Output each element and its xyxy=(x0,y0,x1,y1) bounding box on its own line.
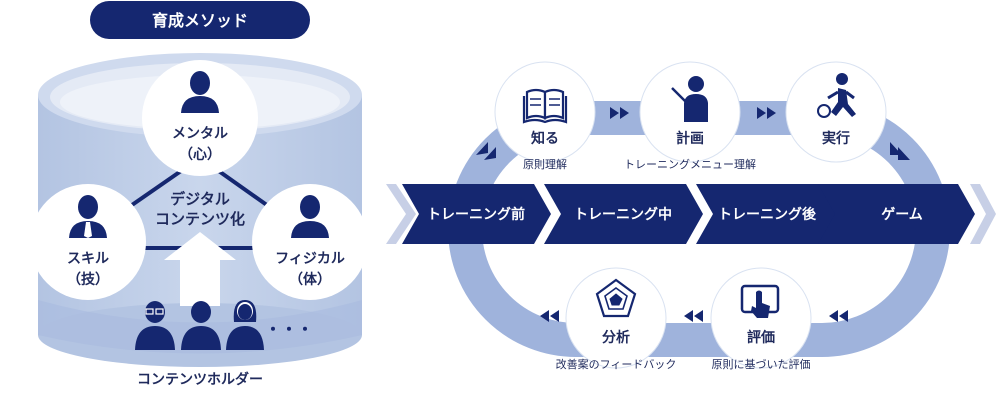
businessman-icon xyxy=(69,195,107,238)
up-arrow xyxy=(164,232,236,306)
book-icon xyxy=(522,88,568,124)
arrow-up-right-icon xyxy=(476,142,496,160)
stage-1-label: トレーニング前 xyxy=(427,206,525,223)
method-title-pill xyxy=(90,1,310,39)
execute-label: 実行 xyxy=(822,130,850,147)
stage-3-label: トレーニング後 xyxy=(718,206,817,223)
evaluate-caption: 原則に基づいた評価 xyxy=(712,357,811,371)
holders-more: ・・・ xyxy=(265,320,313,339)
skill-label: スキル xyxy=(67,251,109,267)
arrow-right-icon xyxy=(610,107,629,119)
person-icon xyxy=(181,71,219,113)
method-diagram: 育成メソッド デジタル コンテンツ化 xyxy=(30,1,368,388)
holder-person-icon xyxy=(181,301,221,350)
content-holders: ・・・ xyxy=(135,300,313,350)
stage-4: ゲーム xyxy=(818,184,975,244)
physical-label: フィジカル xyxy=(275,251,345,267)
plan-caption: トレーニングメニュー理解 xyxy=(624,157,756,171)
holder-glasses-icon xyxy=(135,301,175,350)
person-icon xyxy=(291,195,329,238)
method-title: 育成メソッド xyxy=(152,11,248,30)
tablet-touch-icon xyxy=(740,284,780,318)
stage-1: トレーニング前 xyxy=(402,184,551,244)
node-plan: 計画 トレーニングメニュー理解 xyxy=(624,61,756,171)
node-skill: スキル （技） xyxy=(30,184,146,300)
analyze-caption: 改善案のフィードバック xyxy=(556,357,677,371)
evaluate-label: 評価 xyxy=(747,329,775,346)
skill-sub: （技） xyxy=(67,271,109,288)
holders-label: コンテンツホルダー xyxy=(137,371,263,388)
stage-4-label: ゲーム xyxy=(881,206,923,223)
center-label-line2: コンテンツ化 xyxy=(155,210,245,228)
presenter-icon xyxy=(671,76,708,122)
node-physical: フィジカル （体） xyxy=(252,184,368,300)
physical-sub: （体） xyxy=(289,271,331,288)
know-label: 知る xyxy=(531,130,559,147)
node-execute: 実行 xyxy=(785,61,887,163)
node-analyze: 分析 改善案のフィードバック xyxy=(556,267,677,371)
node-mental: メンタル （心） xyxy=(142,60,258,176)
know-caption: 原則理解 xyxy=(523,157,567,171)
arrow-right-icon xyxy=(757,107,776,119)
soccer-player-icon xyxy=(817,73,856,118)
stage-band: トレーニング前 トレーニング中 トレーニング後 ゲーム xyxy=(386,184,996,244)
mental-label: メンタル xyxy=(172,126,228,142)
plan-label: 計画 xyxy=(676,130,704,147)
arrow-left-icon xyxy=(684,310,703,322)
analyze-label: 分析 xyxy=(602,329,630,346)
holder-woman-icon xyxy=(226,300,264,350)
stage-3: トレーニング後 xyxy=(696,184,842,244)
arrow-left-icon xyxy=(540,310,559,322)
stage-2-label: トレーニング中 xyxy=(574,206,672,223)
loop-arrows xyxy=(476,107,910,322)
arrow-down-right-icon xyxy=(890,142,910,160)
arrow-left-icon xyxy=(829,310,848,322)
training-cycle: トレーニング前 トレーニング中 トレーニング後 ゲーム xyxy=(386,61,996,371)
node-evaluate: 評価 原則に基づいた評価 xyxy=(710,267,812,371)
stage-2: トレーニング中 xyxy=(544,184,703,244)
node-know: 知る 原則理解 xyxy=(494,61,596,171)
radar-chart-icon xyxy=(595,278,637,318)
center-label-line1: デジタル xyxy=(170,190,230,208)
mental-sub: （心） xyxy=(179,147,221,163)
